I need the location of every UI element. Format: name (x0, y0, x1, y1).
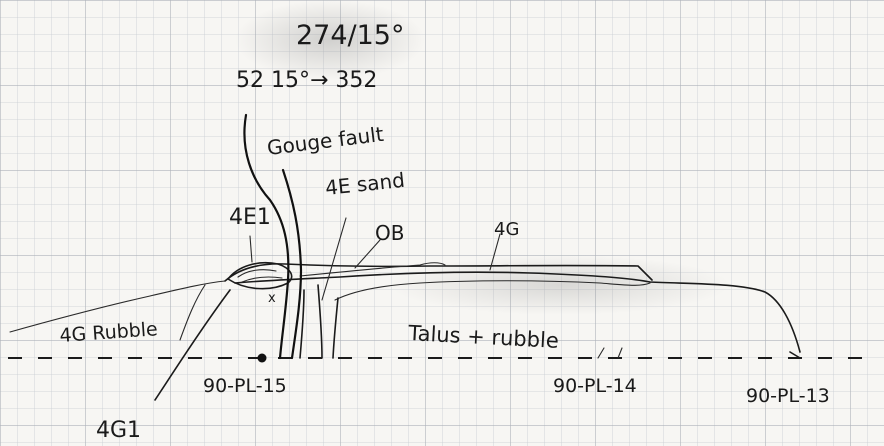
fault-strand (317, 284, 323, 359)
lens-4e1-inner (237, 269, 277, 278)
leader-4g1 (179, 284, 206, 341)
leader-ob (354, 239, 381, 269)
label-4g: 4G (494, 219, 519, 240)
lens-4e1-outer (227, 262, 293, 290)
lens-4e1-inner (241, 276, 283, 283)
leader-4e-sand (321, 217, 347, 301)
station-label-90-pl-14: 90-PL-14 (553, 375, 637, 397)
attitude-sub-label: 52 15°→ 352 (236, 68, 377, 93)
station-label-90-pl-15: 90-PL-15 (203, 375, 287, 397)
attitude-top-label: 274/15° (296, 20, 405, 51)
fault-strand (299, 289, 305, 359)
station-marker-90-pl-13 (789, 351, 801, 359)
label-4g1: 4G1 (96, 418, 141, 443)
label-4e1: 4E1 (229, 205, 271, 230)
outcrop-lower-line (234, 271, 801, 353)
rubble-slope (9, 280, 226, 333)
fault-gouge-line (281, 168, 303, 360)
leader-4g1 (154, 289, 231, 401)
ob-base-line (334, 280, 651, 301)
station-label-90-pl-13: 90-PL-13 (746, 385, 830, 407)
pencil-smudge (235, 0, 425, 80)
tick-mark (597, 347, 623, 359)
outcrop-top-line (224, 263, 653, 282)
leader-4e1 (249, 235, 253, 263)
label-ob: OB (375, 221, 404, 245)
ob-layer-line (299, 262, 446, 277)
fault-strand (332, 297, 339, 359)
pencil-smudge (390, 255, 730, 315)
station-marker-90-pl-15 (257, 353, 267, 363)
leader-4g (489, 233, 501, 271)
fault-gouge-line (243, 113, 290, 360)
label-x-mark: x (268, 291, 276, 306)
